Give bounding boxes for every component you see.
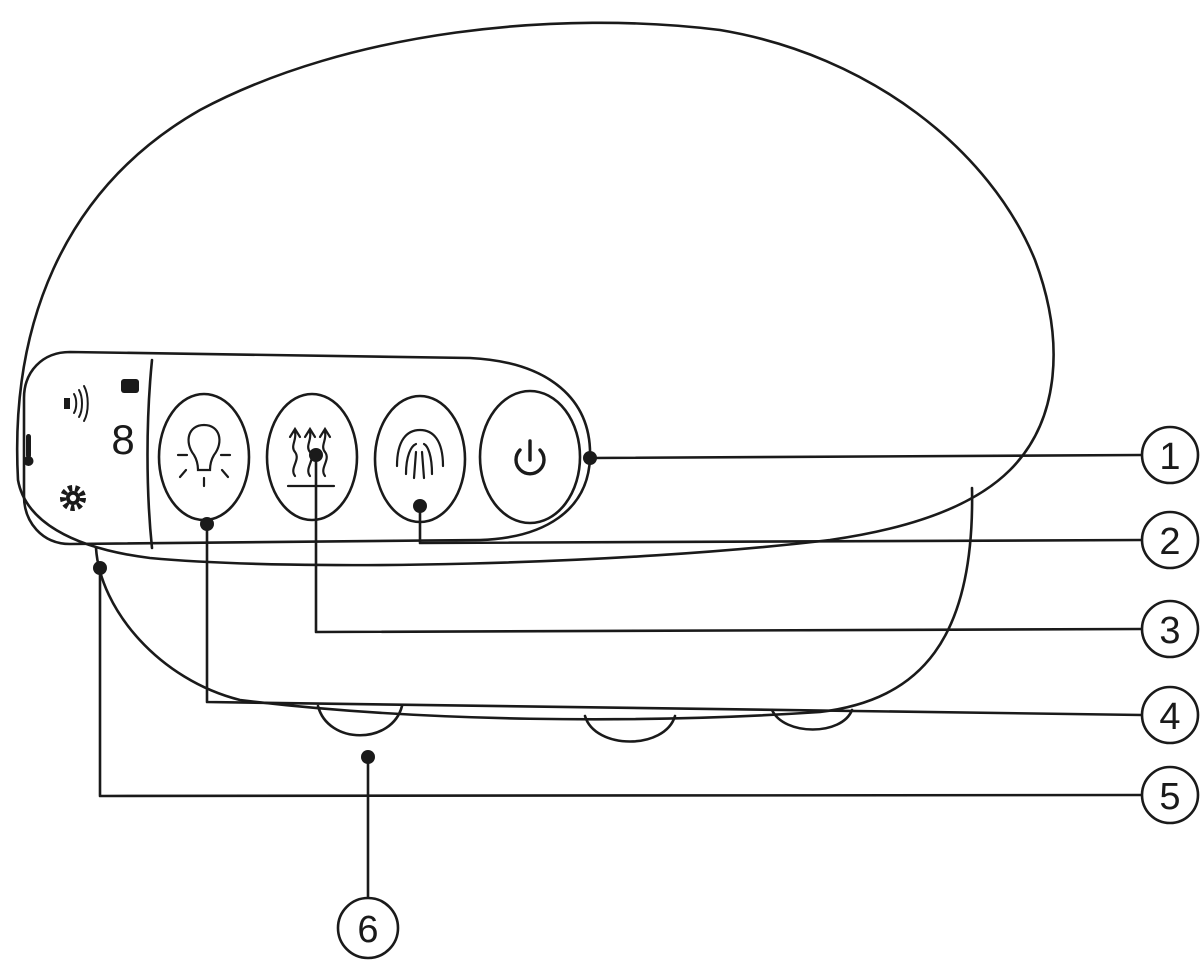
callout-number-6: 6 (357, 909, 378, 951)
leader-dot-2 (413, 499, 427, 513)
callout-circle-4 (1140, 685, 1200, 745)
mist-icon (395, 428, 445, 480)
gear-icon (60, 485, 86, 511)
light-bulb-icon (176, 423, 232, 488)
leader-dot-6 (361, 750, 375, 764)
callout-circle-1 (1140, 425, 1200, 485)
leader-dot-1 (583, 451, 597, 465)
callout-number-3: 3 (1159, 610, 1180, 652)
panel-divider (146, 358, 154, 550)
callout-circle-3 (1140, 599, 1200, 659)
massage-node-1 (316, 704, 404, 737)
leader-dot-4 (200, 517, 214, 531)
callout-number-1: 1 (1159, 436, 1180, 478)
callout-circle-6 (336, 896, 400, 960)
massage-node-2 (583, 714, 677, 743)
callout-circle-5 (1140, 765, 1200, 825)
device-body-outline (15, 21, 1055, 567)
leader-line-4 (205, 522, 1144, 717)
power-icon (514, 439, 546, 476)
callout-number-2: 2 (1159, 521, 1180, 563)
control-panel-outline (22, 350, 592, 546)
device-base-outline (94, 486, 974, 721)
leader-dot-5 (93, 561, 107, 575)
leader-dot-3 (309, 448, 323, 462)
leader-line-3 (314, 453, 1144, 634)
vibration-icon (64, 385, 89, 422)
thermometer-icon (23, 434, 34, 466)
display-panel: 8 (23, 379, 139, 511)
callout-circle-2 (1140, 510, 1200, 570)
light-button[interactable] (157, 392, 251, 522)
leader-line-5 (98, 566, 1144, 798)
power-button[interactable] (478, 389, 582, 525)
callout-number-5: 5 (1159, 776, 1180, 818)
leader-line-2 (418, 504, 1144, 545)
display-digit: 8 (111, 416, 134, 463)
massage-node-3 (770, 708, 854, 731)
leader-line-1 (588, 453, 1144, 460)
battery-icon (121, 379, 139, 393)
heat-button[interactable] (265, 392, 359, 522)
callout-number-4: 4 (1159, 696, 1180, 738)
